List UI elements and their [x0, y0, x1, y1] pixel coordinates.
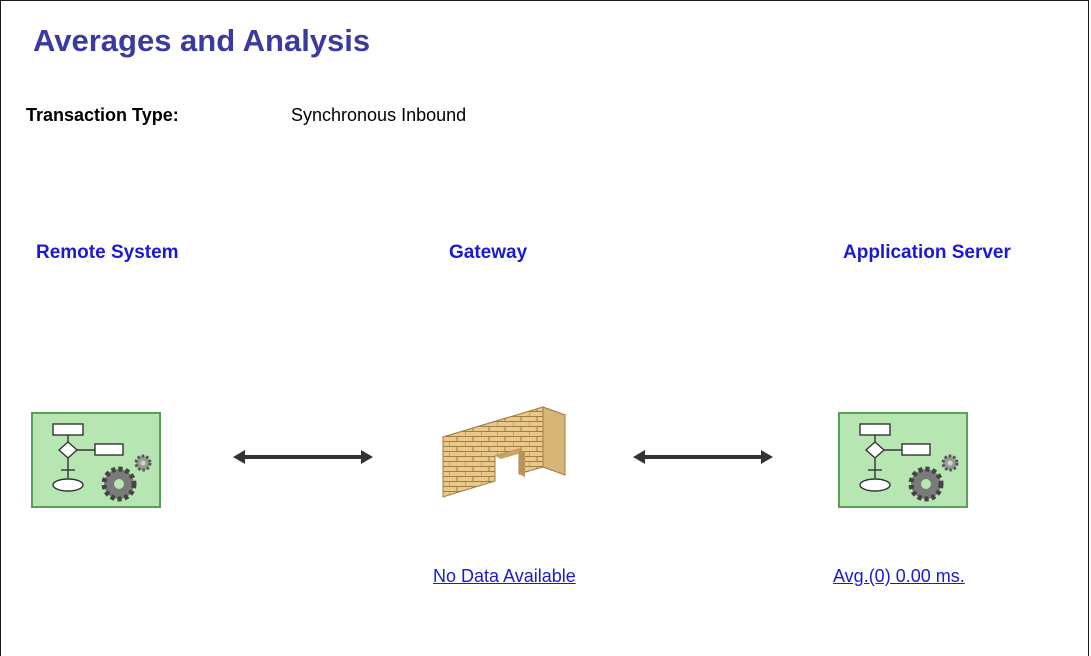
transaction-type-value: Synchronous Inbound [291, 105, 467, 125]
remote-system-label: Remote System [36, 242, 179, 263]
application-server-stats-link[interactable]: Avg.(0) 0.00 ms. [833, 566, 965, 586]
brick-wall-gateway-icon [441, 406, 567, 498]
bidirectional-arrow-icon [233, 450, 373, 464]
bidirectional-arrow-icon [633, 450, 773, 464]
transaction-type-label: Transaction Type: [26, 105, 179, 125]
process-flow-gear-icon [838, 412, 968, 508]
gateway-label: Gateway [449, 242, 528, 263]
page-title: Averages and Analysis [33, 23, 371, 58]
gateway-stats-link[interactable]: No Data Available [433, 566, 576, 586]
application-server-label: Application Server [843, 242, 1011, 263]
process-flow-gear-icon [31, 412, 161, 508]
